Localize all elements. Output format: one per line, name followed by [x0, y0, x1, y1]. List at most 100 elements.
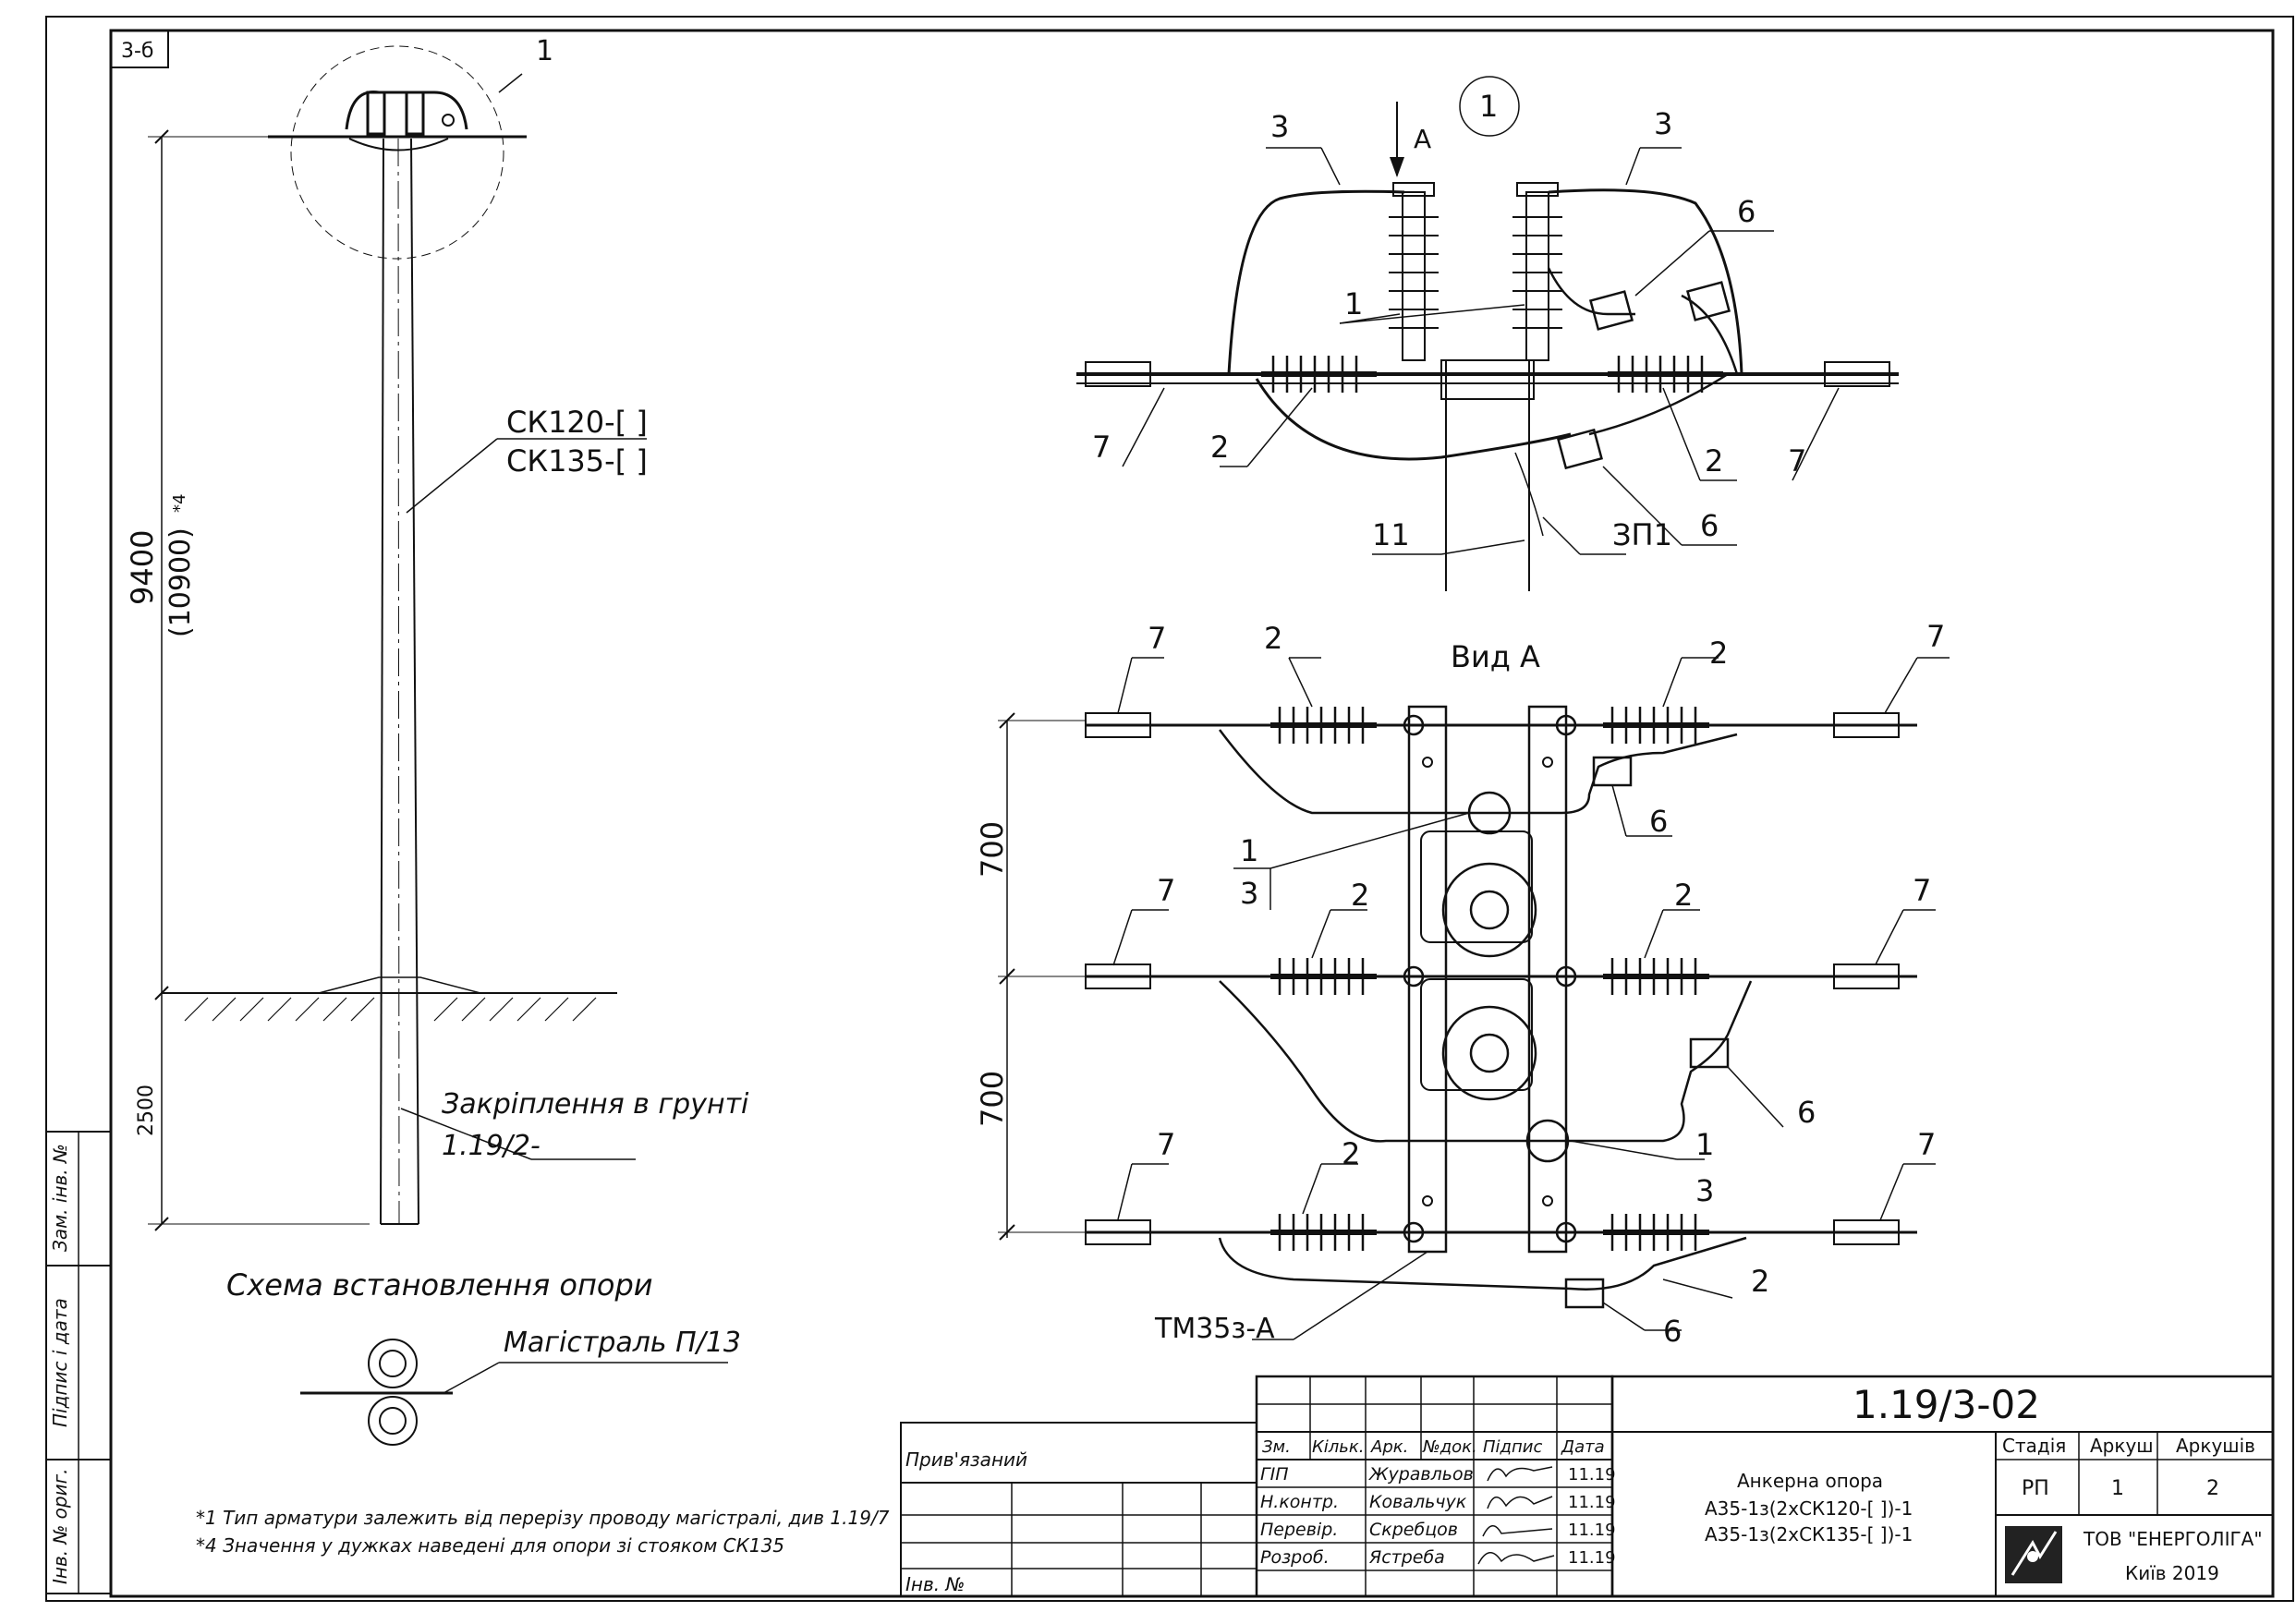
sheet-label: Аркуш [2090, 1435, 2154, 1457]
row-name: Журавльов [1368, 1464, 1474, 1485]
city-year: Київ 2019 [2125, 1562, 2219, 1584]
view-a-title: Вид А [1451, 639, 1540, 674]
standing-insulator-sheds [1389, 216, 1562, 329]
detail-label-7a: 7 [1092, 430, 1111, 465]
view-a-dim-1: 700 [975, 821, 1010, 878]
signature-4 [1477, 1552, 1555, 1565]
foundation-ref: 1.19/2- [442, 1130, 541, 1162]
row-role: Перевір. [1260, 1520, 1338, 1540]
col-signature: Підпис [1483, 1437, 1542, 1457]
row-name: Ковальчук [1369, 1492, 1467, 1512]
view-a-label-2-3: 2 [1351, 878, 1369, 913]
signature-2 [1487, 1496, 1553, 1509]
view-a-label-7-4: 7 [1913, 873, 1931, 908]
pole-callout-number: 1 [536, 35, 553, 67]
scheme-title: Схема встановлення опори [226, 1267, 653, 1303]
note-1: *1 Тип арматури залежить від перерізу пр… [196, 1507, 890, 1529]
col-doc: №док. [1422, 1437, 1477, 1457]
description-3: А35-1з(2хСК135-[ ])-1 [1705, 1523, 1913, 1545]
sheets-value: 2 [2206, 1477, 2219, 1500]
col-date: Дата [1561, 1437, 1605, 1457]
col-qty: Кільк. [1312, 1437, 1365, 1457]
strain-insulator-sheds [1271, 356, 1704, 393]
row-role: ГІП [1260, 1464, 1288, 1485]
outer-frame [45, 16, 2294, 1602]
detail-label-2b: 2 [1705, 443, 1723, 479]
detail-number: 1 [1479, 89, 1498, 124]
view-a-label-7-5: 7 [1157, 1127, 1175, 1162]
pole-height-dim: 9400 [125, 530, 160, 605]
detail-label-2a: 2 [1210, 430, 1229, 465]
view-a-label-2-6: 2 [1751, 1264, 1769, 1299]
view-a-label-1-1: 1 [1240, 833, 1258, 868]
row-date: 11.19 [1568, 1548, 1616, 1568]
view-arrow-label: A [1414, 124, 1431, 154]
stage-label: Стадія [2002, 1435, 2066, 1457]
view-a-bracket-label: ТМ35з-А [1154, 1313, 1275, 1345]
detail-label-11: 11 [1372, 517, 1410, 552]
pole-stand-label-2: СК135-[ ] [506, 443, 648, 479]
company-logo-icon [2005, 1526, 2062, 1583]
view-a-label-1-2: 1 [1695, 1127, 1714, 1162]
view-a-label-3-2: 3 [1695, 1173, 1714, 1208]
col-sheet: Арк. [1370, 1437, 1408, 1457]
detail-label-1: 1 [1344, 286, 1363, 321]
main-line-label: Магістраль П/13 [504, 1327, 741, 1359]
doc-code: 1.19/3-02 [1853, 1382, 2040, 1427]
view-a-label-2-2: 2 [1709, 636, 1728, 671]
pole-stand-label-1: СК120-[ ] [506, 405, 648, 440]
view-a-label-7-1: 7 [1148, 621, 1166, 656]
sheets-label: Аркушів [2176, 1435, 2255, 1457]
view-a-label-6-1: 6 [1649, 804, 1668, 839]
pole-height-dim-alt: (10900) [164, 527, 197, 637]
signature-row-1: ГІП Журавльов 11.19 [1260, 1464, 1616, 1485]
stamp-orig-inv: Інв. № ориг. [49, 1469, 71, 1584]
installation-scheme: Схема встановлення опори Магістраль П/13 [226, 1267, 741, 1446]
title-block: Прив'язаний Інв. № Зм. Кільк. Арк. №док.… [900, 1375, 2275, 1598]
col-change: Зм. [1262, 1437, 1291, 1457]
view-a-label-6-2: 6 [1797, 1095, 1816, 1130]
foundation-label: Закріплення в грунті [442, 1088, 749, 1121]
detail-label-zp1: ЗП1 [1612, 517, 1672, 552]
note-2: *4 Значення у дужках наведені для опори … [196, 1534, 784, 1557]
view-a-label-6-3: 6 [1663, 1314, 1682, 1349]
stamp-replace-inv: Зам. інв. № [49, 1144, 71, 1252]
row-role: Н.контр. [1260, 1492, 1339, 1512]
inv-no-label: Інв. № [905, 1573, 965, 1595]
row-role: Розроб. [1260, 1547, 1330, 1568]
sheet-code: 3-б [121, 40, 154, 63]
signature-row-2: Н.контр. Ковальчук 11.19 [1260, 1492, 1616, 1512]
view-a-label-7-3: 7 [1157, 873, 1175, 908]
view-a-label-2-5: 2 [1342, 1136, 1360, 1171]
pole-ground-dim: 2500 [135, 1085, 158, 1136]
row-date: 11.19 [1568, 1465, 1616, 1485]
side-stamps: Зам. інв. № Підпис і дата Інв. № ориг. [45, 1131, 112, 1594]
detail-label-3a: 3 [1270, 109, 1289, 144]
detail-1: 1 A [1076, 76, 1899, 591]
inner-frame [109, 29, 2275, 1598]
detail-label-7b: 7 [1788, 443, 1806, 479]
signature-row-3: Перевір. Скребцов 11.19 [1260, 1520, 1616, 1540]
stage-value: РП [2022, 1477, 2049, 1500]
view-a-label-2-4: 2 [1674, 878, 1693, 913]
row-date: 11.19 [1568, 1521, 1616, 1540]
sheet-value: 1 [2111, 1477, 2124, 1500]
pole-height-note: *4 [170, 494, 189, 513]
description-2: А35-1з(2хСК120-[ ])-1 [1705, 1497, 1913, 1520]
detail-label-6a: 6 [1737, 194, 1755, 229]
attached-label: Прив'язаний [905, 1448, 1027, 1471]
view-a-label-2-1: 2 [1264, 621, 1282, 656]
view-a-label-7-6: 7 [1917, 1127, 1936, 1162]
signature-row-4: Розроб. Ястреба 11.19 [1260, 1547, 1616, 1568]
phase-line-2 [1085, 958, 1917, 1163]
signature-1 [1487, 1466, 1553, 1482]
sheet-code-box [110, 30, 169, 68]
signature-3 [1482, 1525, 1553, 1537]
row-name: Ястреба [1368, 1547, 1445, 1568]
company-name: ТОВ "ЕНЕРГОЛІГА" [2083, 1528, 2263, 1550]
phase-line-3 [1085, 1214, 1917, 1309]
view-a: Вид А 700 700 [975, 619, 1950, 1349]
row-date: 11.19 [1568, 1493, 1616, 1512]
view-a-label-3-1: 3 [1240, 876, 1258, 911]
